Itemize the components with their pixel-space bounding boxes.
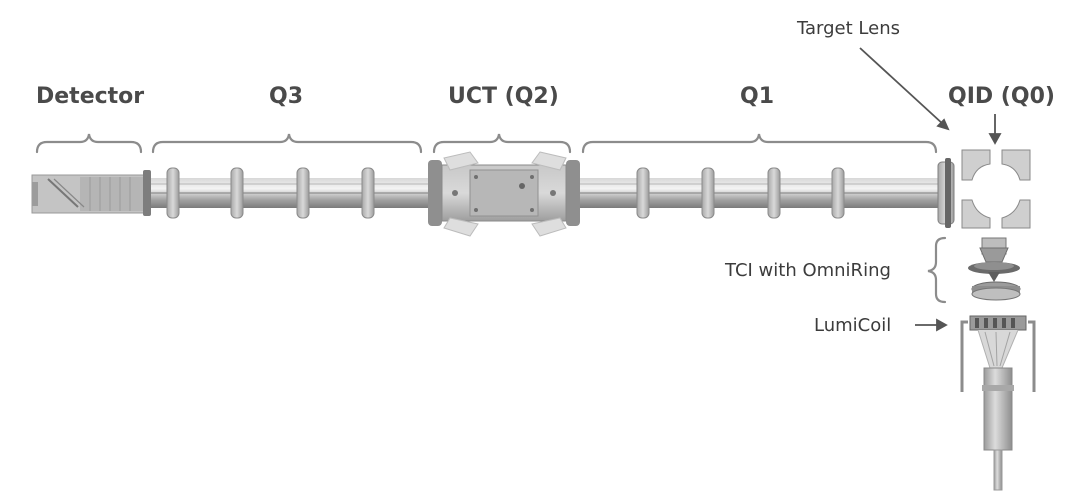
detector-unit [31,170,151,216]
label-target-lens: Target Lens [797,18,900,39]
tci-omniring [968,237,1021,301]
label-detector: Detector [36,84,145,109]
q3-rings [166,167,375,219]
label-tci-omniring: TCI with OmniRing [725,260,891,281]
label-q3: Q3 [269,84,304,109]
label-qid: QID (Q0) [948,84,1055,109]
label-lumicoil: LumiCoil [814,315,892,336]
target-lens [937,158,955,228]
label-uct: UCT (Q2) [448,84,559,109]
label-q1: Q1 [740,84,775,109]
uct-collision-cell [428,151,580,237]
lumicoil-source [960,315,1036,491]
q1-rings [636,167,845,219]
qid-quadrupole [961,149,1031,229]
section-brackets [35,133,947,304]
pointer-arrows [859,47,1002,332]
